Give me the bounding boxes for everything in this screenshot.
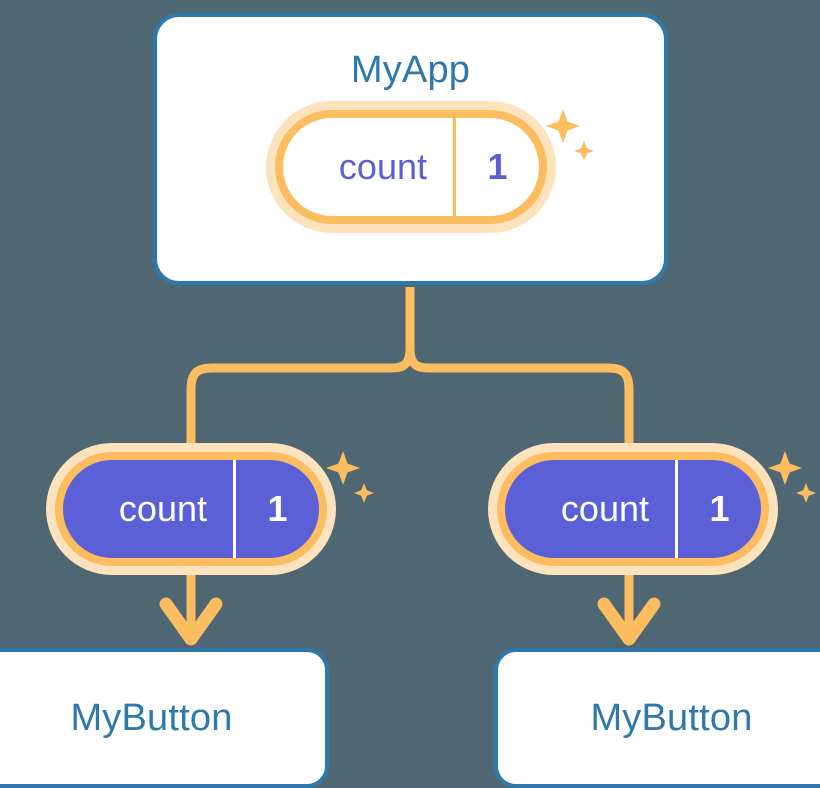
diagram-canvas: MyApp count 1 count 1 count 1	[0, 13, 820, 788]
connector-branch-right	[405, 347, 634, 443]
state-pill-child-right[interactable]: count 1	[488, 443, 778, 575]
component-title-mybutton-right: MyButton	[590, 697, 753, 739]
component-card-mybutton-right[interactable]: MyButton	[494, 648, 820, 788]
component-card-mybutton-left[interactable]: MyButton	[0, 648, 329, 788]
state-value-label: 1	[675, 460, 761, 558]
arrow-down-icon-left	[159, 597, 223, 646]
state-pill-root[interactable]: count 1	[266, 101, 556, 233]
state-pill-child-left[interactable]: count 1	[46, 443, 336, 575]
state-key-label: count	[338, 146, 427, 187]
state-pill-body[interactable]: count 1	[497, 452, 769, 566]
component-title-myapp: MyApp	[350, 49, 471, 91]
state-pill-body[interactable]: count 1	[275, 110, 547, 224]
state-value-label: 1	[233, 460, 319, 558]
state-pill-body[interactable]: count 1	[55, 452, 327, 566]
state-value-label: 1	[453, 118, 539, 216]
component-title-mybutton-left: MyButton	[70, 697, 233, 739]
connector-branch-left	[186, 347, 415, 443]
arrow-down-icon-right	[597, 597, 661, 646]
state-key-label: count	[560, 488, 649, 529]
state-key-label: count	[118, 488, 207, 529]
